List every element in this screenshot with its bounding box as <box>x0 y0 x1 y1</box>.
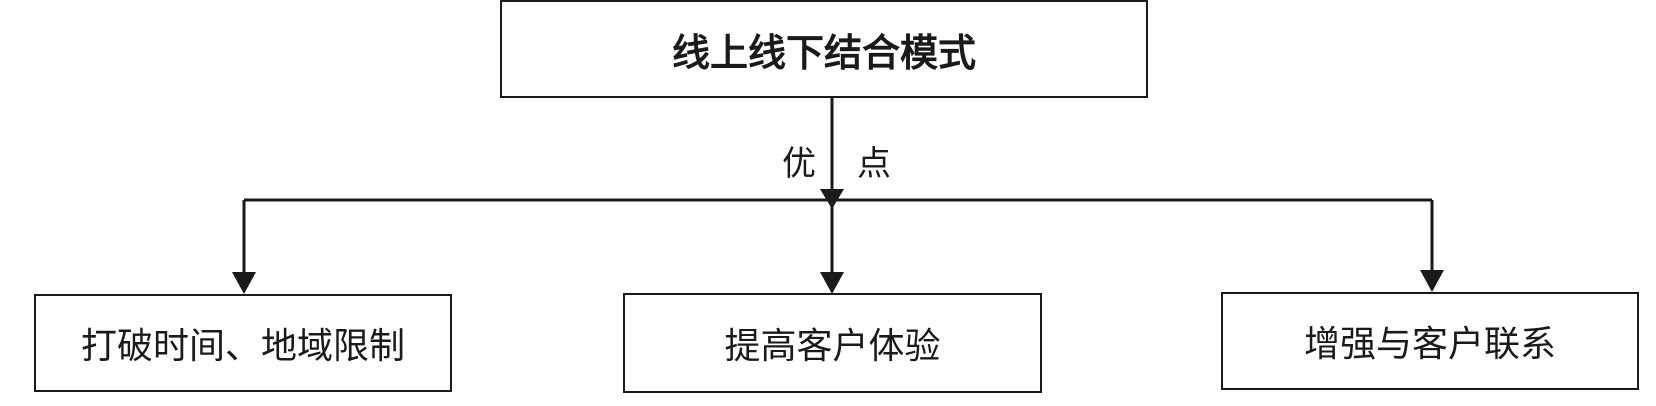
child-node-right-label: 增强与客户联系 <box>1303 324 1556 365</box>
edge-label-right: 点 <box>857 144 891 184</box>
child-node-right: 增强与客户联系 <box>1221 292 1639 390</box>
child-node-left-label: 打破时间、地域限制 <box>80 326 405 367</box>
root-node-label: 线上线下结合模式 <box>671 30 976 75</box>
edge-label-left: 优 <box>782 144 816 184</box>
root-arrowhead <box>820 189 844 209</box>
right-arrowhead <box>1420 270 1444 292</box>
mid-arrowhead <box>820 272 844 294</box>
child-node-left: 打破时间、地域限制 <box>34 294 452 392</box>
root-node: 线上线下结合模式 <box>500 0 1148 98</box>
child-node-middle-label: 提高客户体验 <box>724 326 941 367</box>
child-node-middle: 提高客户体验 <box>623 293 1042 393</box>
left-arrowhead <box>232 272 256 294</box>
